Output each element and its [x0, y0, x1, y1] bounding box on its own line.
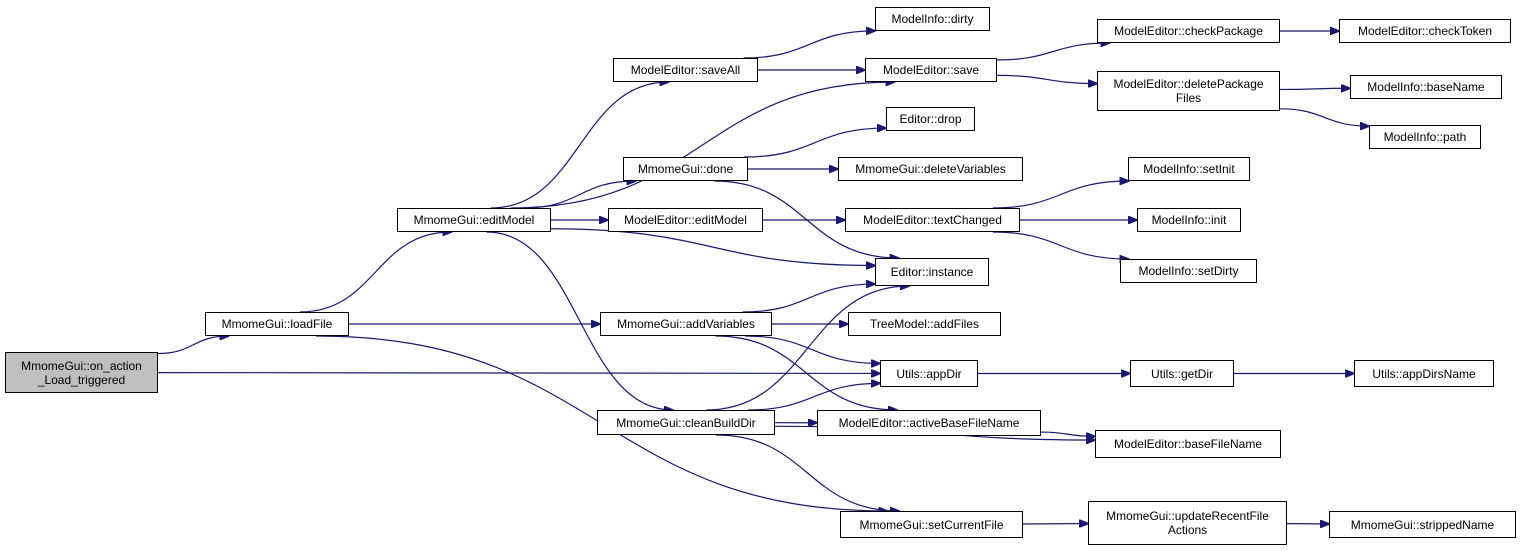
node-active-base-file-name[interactable]: ModelEditor::activeBaseFileName: [817, 410, 1041, 436]
node-drop[interactable]: Editor::drop: [886, 107, 975, 131]
edge-load-file-to-edit-model: [299, 232, 452, 313]
edge-done-to-drop: [744, 128, 886, 158]
edge-delete-package-files-to-path: [1279, 108, 1369, 126]
edge-delete-package-files-to-base-name: [1279, 88, 1350, 89]
node-text-changed[interactable]: ModelEditor::textChanged: [845, 208, 1020, 232]
edge-edit-model-to-save: [510, 82, 895, 209]
edge-text-changed-to-set-init: [992, 181, 1129, 209]
node-add-files[interactable]: TreeModel::addFiles: [848, 312, 1001, 336]
node-delete-package-files[interactable]: ModelEditor::deletePackage Files: [1097, 71, 1280, 111]
node-path[interactable]: ModelInfo::path: [1369, 125, 1481, 149]
edge-clean-build-dir-to-instance: [706, 286, 909, 411]
node-app-dirs-name[interactable]: Utils::appDirsName: [1354, 360, 1494, 387]
edge-save-all-to-dirty: [743, 31, 875, 59]
node-save-all[interactable]: ModelEditor::saveAll: [613, 58, 758, 82]
node-save[interactable]: ModelEditor::save: [865, 58, 997, 82]
edge-text-changed-to-set-dirty: [992, 231, 1129, 259]
edge-edit-model-to-instance: [550, 228, 875, 266]
node-set-current-file[interactable]: MmomeGui::setCurrentFile: [840, 511, 1023, 538]
node-base-name[interactable]: ModelInfo::baseName: [1350, 75, 1502, 99]
edge-add-variables-to-app-dir: [744, 335, 880, 364]
edge-add-variables-to-instance: [742, 284, 875, 313]
node-set-dirty[interactable]: ModelInfo::setDirty: [1120, 259, 1257, 283]
node-app-dir[interactable]: Utils::appDir: [880, 360, 978, 387]
edge-on-action-load-to-app-dir: [157, 373, 880, 374]
edge-clean-build-dir-to-set-current-file: [716, 434, 899, 511]
node-editor-edit-model[interactable]: ModelEditor::editModel: [608, 208, 763, 232]
node-base-file-name[interactable]: ModelEditor::baseFileName: [1095, 430, 1281, 458]
node-on-action-load-triggered[interactable]: MmomeGui::on_action _Load_triggered: [5, 352, 158, 393]
node-check-package[interactable]: ModelEditor::checkPackage: [1097, 19, 1280, 43]
edge-edit-model-to-clean-build-dir: [486, 231, 673, 410]
node-get-dir[interactable]: Utils::getDir: [1130, 360, 1234, 387]
node-update-recent-file-actions[interactable]: MmomeGui::updateRecentFile Actions: [1088, 501, 1287, 545]
node-check-token[interactable]: ModelEditor::checkToken: [1339, 19, 1511, 43]
edge-edit-model-to-done: [523, 181, 636, 209]
edge-add-variables-to-active-base-file-name: [715, 335, 897, 410]
node-clean-build-dir[interactable]: MmomeGui::cleanBuildDir: [597, 410, 775, 435]
node-stripped-name[interactable]: MmomeGui::strippedName: [1329, 511, 1516, 538]
edge-on-action-load-to-load-file: [157, 336, 229, 355]
node-instance[interactable]: Editor::instance: [875, 258, 989, 286]
edge-save-to-check-package: [996, 43, 1109, 61]
node-load-file[interactable]: MmomeGui::loadFile: [205, 312, 349, 336]
edge-clean-build-dir-to-app-dir: [747, 383, 880, 411]
node-set-init[interactable]: ModelInfo::setInit: [1128, 157, 1250, 181]
node-done[interactable]: MmomeGui::done: [623, 157, 748, 181]
node-delete-variables[interactable]: MmomeGui::deleteVariables: [838, 157, 1023, 181]
node-dirty[interactable]: ModelInfo::dirty: [875, 7, 990, 31]
node-edit-model[interactable]: MmomeGui::editModel: [397, 208, 551, 232]
edge-edit-model-to-save-all: [490, 82, 669, 209]
edge-active-base-file-name-to-base-file-name: [1040, 431, 1095, 436]
node-init[interactable]: ModelInfo::init: [1137, 208, 1241, 232]
edge-save-to-delete-package-files: [996, 74, 1097, 83]
node-add-variables[interactable]: MmomeGui::addVariables: [600, 312, 772, 336]
